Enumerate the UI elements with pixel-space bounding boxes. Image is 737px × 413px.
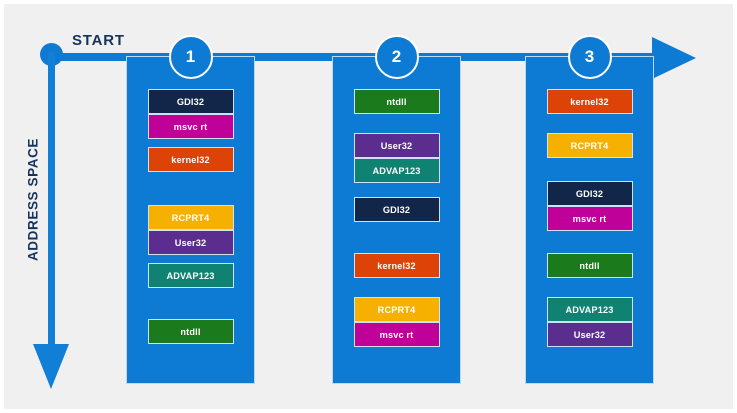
module-group: kernel32 [147,147,234,172]
module-group: GDI32 [353,197,440,222]
module-group: kernel32 [546,89,633,114]
module-block: ntdll [147,319,234,344]
module-block: ntdll [546,253,633,278]
module-block: ntdll [353,89,440,114]
column-badge: 1 [168,35,213,79]
module-group: ntdll [546,253,633,278]
module-block: User32 [546,322,633,347]
module-block: msvc rt [546,206,633,231]
module-block: msvc rt [353,322,440,347]
module-block: ADVAP123 [147,263,234,288]
module-block: RCPRT4 [147,205,234,230]
address-space-arrow-icon [33,344,69,389]
timeline-arrow-icon [652,37,696,79]
module-block: User32 [353,133,440,158]
module-block: ADVAP123 [546,297,633,322]
module-block: GDI32 [147,89,234,114]
module-block: kernel32 [147,147,234,172]
module-group: ntdll [353,89,440,114]
start-label: START [72,32,125,49]
module-block: msvc rt [147,114,234,139]
module-block: RCPRT4 [546,133,633,158]
module-block: ADVAP123 [353,158,440,183]
address-space-axis-label: ADDRESS SPACE [25,137,41,262]
module-group: RCPRT4 [546,133,633,158]
module-block: User32 [147,230,234,255]
module-block: GDI32 [353,197,440,222]
module-group: kernel32 [353,253,440,278]
module-group: ntdll [147,319,234,344]
address-space-axis-line [48,52,55,352]
module-block: kernel32 [546,89,633,114]
module-group: ADVAP123 [147,263,234,288]
column-badge: 3 [567,35,612,79]
module-block: kernel32 [353,253,440,278]
column-badge: 2 [374,35,419,79]
module-block: RCPRT4 [353,297,440,322]
module-block: GDI32 [546,181,633,206]
